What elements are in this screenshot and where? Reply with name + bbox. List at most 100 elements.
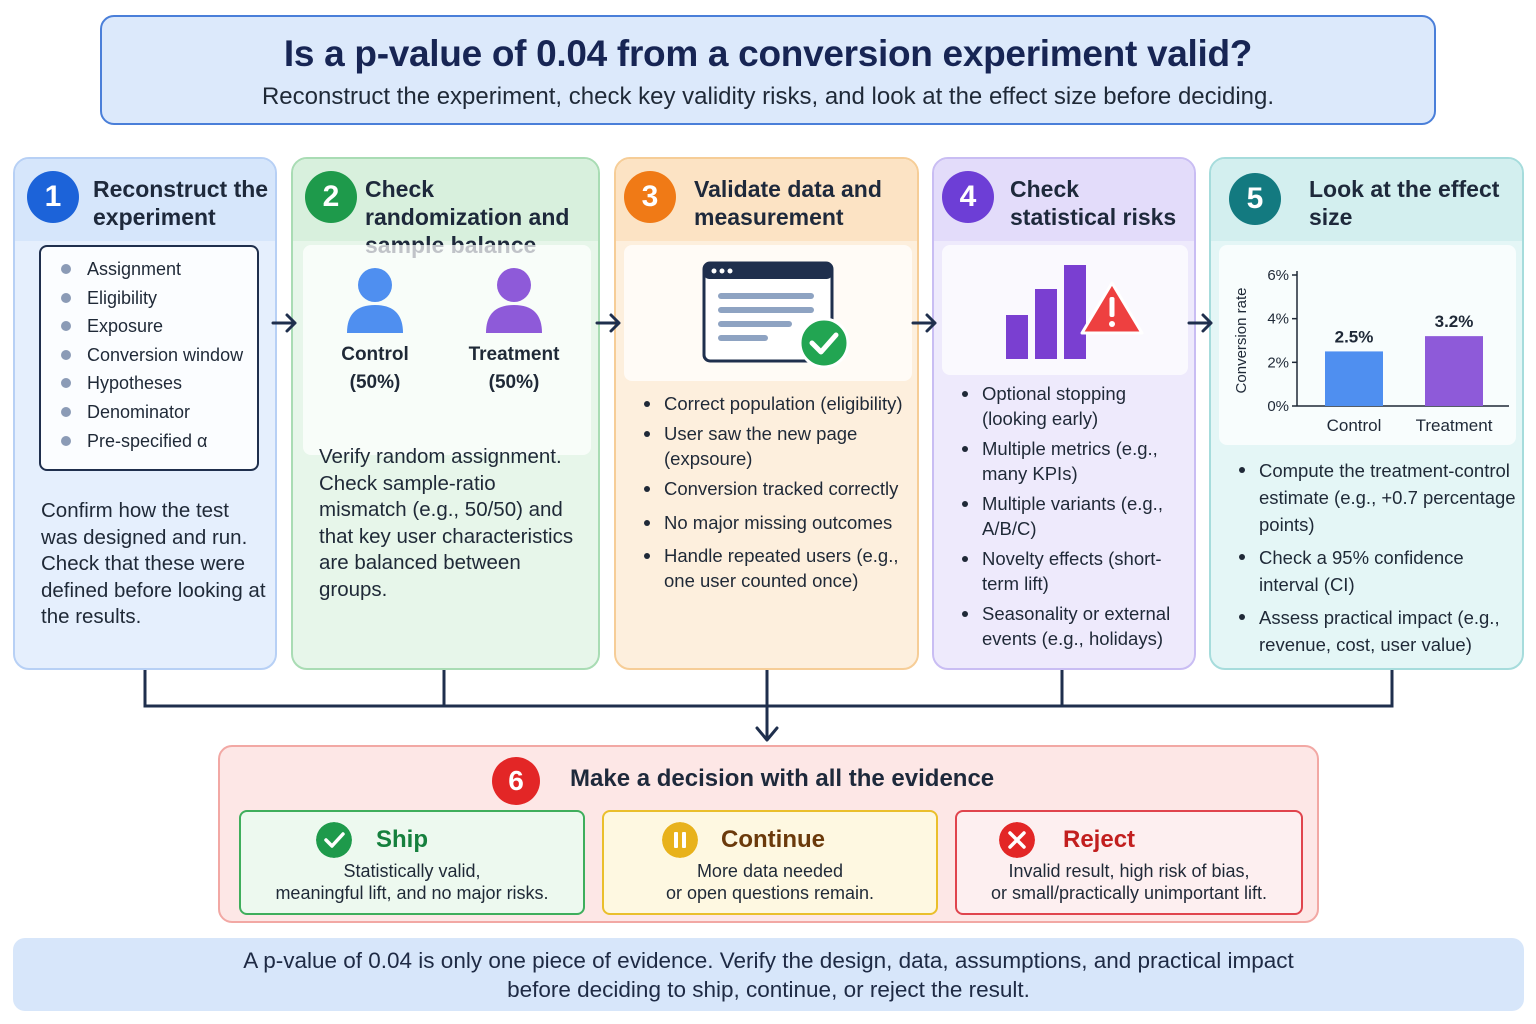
step-3-header: 3 Validate data and measurement [616, 159, 917, 241]
reject-option: Reject Invalid result, high risk of bias… [955, 810, 1303, 915]
checklist-item: Denominator [57, 398, 257, 427]
list-item: Conversion tracked correctly [640, 476, 917, 501]
page-title: Is a p-value of 0.04 from a conversion e… [283, 33, 1253, 74]
step-4-number: 4 [942, 171, 994, 223]
step-5-title: Look at the effect size [1309, 176, 1500, 230]
list-item: User saw the new page (expsoure) [640, 421, 917, 471]
step-1-checklist: Assignment Eligibility Exposure Conversi… [39, 245, 259, 471]
conversion-rate-chart: 0% 2% 4% 6% Conversion rate 2.5% Control 3.2% Tr… [1233, 267, 1509, 435]
list-item: Check a 95% confidence interval (CI) [1235, 544, 1522, 598]
bar-control [1325, 351, 1383, 406]
risks-panel [942, 245, 1188, 375]
x-tick-label: Treatment [1416, 416, 1493, 435]
reject-option-header: Reject [957, 822, 1301, 858]
data-label: 2.5% [1335, 327, 1374, 346]
page-header: Is a p-value of 0.04 from a conversion e… [100, 15, 1436, 125]
step-5-card: 5 Look at the effect size 0% 2% 4% 6% Conver… [1209, 157, 1524, 670]
page-subtitle: Reconstruct the experiment, check key va… [261, 83, 1275, 110]
list-item: Assess practical impact (e.g., revenue, … [1235, 604, 1522, 658]
arrow-right-icon [271, 313, 297, 333]
control-person-icon [347, 268, 403, 333]
step-1-number: 1 [27, 171, 79, 223]
footer-line: before deciding to ship, continue, or re… [507, 977, 1030, 1002]
step-5-list: Compute the treatment-control estimate (… [1235, 457, 1522, 658]
continue-description-line: or open questions remain. [665, 883, 875, 903]
step-1-title: Reconstruct the experiment [93, 176, 269, 230]
ship-description: Statistically valid, meaningful lift, an… [241, 860, 583, 904]
data-label: 3.2% [1435, 312, 1474, 331]
treatment-person-icon [486, 268, 542, 333]
checklist-item: Eligibility [57, 284, 257, 313]
x-tick-label: Control [1327, 416, 1382, 435]
y-tick-label: 2% [1267, 354, 1289, 371]
check-icon [316, 822, 352, 858]
checklist-item: Hypotheses [57, 369, 257, 398]
step-3-card: 3 Validate data and measurement Correct … [614, 157, 919, 670]
continue-option-header: Continue [604, 822, 936, 858]
pause-icon [662, 822, 698, 858]
checklist-item: Conversion window [57, 341, 257, 370]
footer-line: A p-value of 0.04 is only one piece of e… [243, 948, 1294, 973]
control-share: (50%) [349, 372, 401, 393]
footer-note: A p-value of 0.04 is only one piece of e… [13, 938, 1524, 1011]
list-item: No major missing outcomes [640, 510, 917, 535]
treatment-group-label: Treatment (50%) [459, 341, 569, 397]
step-1-header: 1 Reconstruct the experiment [15, 159, 275, 241]
list-item: Multiple variants (e.g., A/B/C) [958, 491, 1194, 541]
checklist-item: Assignment [57, 255, 257, 284]
reject-description-line: Invalid result, high risk of bias, [1008, 861, 1250, 881]
arrow-right-icon [595, 313, 621, 333]
step-4-title: Check statistical risks [1010, 176, 1177, 230]
step-2-card: 2 Check randomization and sample balance… [291, 157, 600, 670]
step-3-title: Validate data and measurement [694, 176, 882, 230]
step-5-number: 5 [1229, 173, 1281, 225]
list-item: Compute the treatment-control estimate (… [1235, 457, 1522, 538]
step-4-list: Optional stopping (looking early) Multip… [958, 381, 1194, 651]
continue-label: Continue [721, 826, 825, 853]
x-icon [999, 822, 1035, 858]
checklist-item: Exposure [57, 312, 257, 341]
step-2-header: 2 Check randomization and sample balance [293, 159, 598, 258]
step-5-header: 5 Look at the effect size [1211, 159, 1522, 241]
decision-title: Make a decision with all the evidence [570, 765, 995, 792]
control-group-label: Control (50%) [325, 341, 425, 397]
y-tick-label: 6% [1267, 267, 1289, 284]
ship-description-line: meaningful lift, and no major risks. [275, 883, 549, 903]
bar-chart-warning-icon [1006, 265, 1144, 359]
ship-option: Ship Statistically valid, meaningful lif… [239, 810, 585, 915]
y-tick-label: 0% [1267, 398, 1289, 415]
reject-description-line: or small/practically unimportant lift. [990, 883, 1268, 903]
control-name: Control [341, 344, 409, 365]
ship-option-header: Ship [241, 822, 583, 858]
step-2-number: 2 [305, 171, 357, 223]
step-6-number: 6 [492, 757, 540, 805]
arrow-right-icon [911, 313, 937, 333]
list-item: Novelty effects (short-term lift) [958, 546, 1194, 596]
bar-treatment [1425, 336, 1483, 406]
step-3-list: Correct population (eligibility) User sa… [640, 391, 917, 593]
browser-check-icon [702, 261, 850, 369]
step-3-number: 3 [624, 171, 676, 223]
checklist-item: Pre-specified α [57, 427, 257, 456]
decision-box: 6 Make a decision with all the evidence … [218, 745, 1319, 923]
step-4-header: 4 Check statistical risks [934, 159, 1194, 241]
list-item: Seasonality or external events (e.g., ho… [958, 601, 1194, 651]
continue-description: More data needed or open questions remai… [604, 860, 936, 904]
reject-label: Reject [1063, 826, 1136, 853]
reject-description: Invalid result, high risk of bias, or sm… [957, 860, 1301, 904]
continue-option: Continue More data needed or open questi… [602, 810, 938, 915]
continue-description-line: More data needed [696, 861, 844, 881]
ship-label: Ship [376, 826, 428, 853]
groups-panel: Control (50%) Treatment (50%) [303, 245, 591, 455]
list-item: Optional stopping (looking early) [958, 381, 1194, 431]
treatment-share: (50%) [488, 372, 540, 393]
step-1-card: 1 Reconstruct the experiment Assignment … [13, 157, 277, 670]
step-4-card: 4 Check statistical risks Optional stopp… [932, 157, 1196, 670]
list-item: Handle repeated users (e.g., one user co… [640, 543, 917, 593]
y-tick-label: 4% [1267, 311, 1289, 328]
ship-description-line: Statistically valid, [343, 861, 481, 881]
step-2-description: Verify random assignment. Check sample-r… [319, 445, 574, 601]
effect-size-chart-panel: 0% 2% 4% 6% Conversion rate 2.5% Control 3.2% Tr… [1219, 245, 1516, 445]
list-item: Correct population (eligibility) [640, 391, 917, 416]
y-axis-label: Conversion rate [1233, 288, 1250, 394]
